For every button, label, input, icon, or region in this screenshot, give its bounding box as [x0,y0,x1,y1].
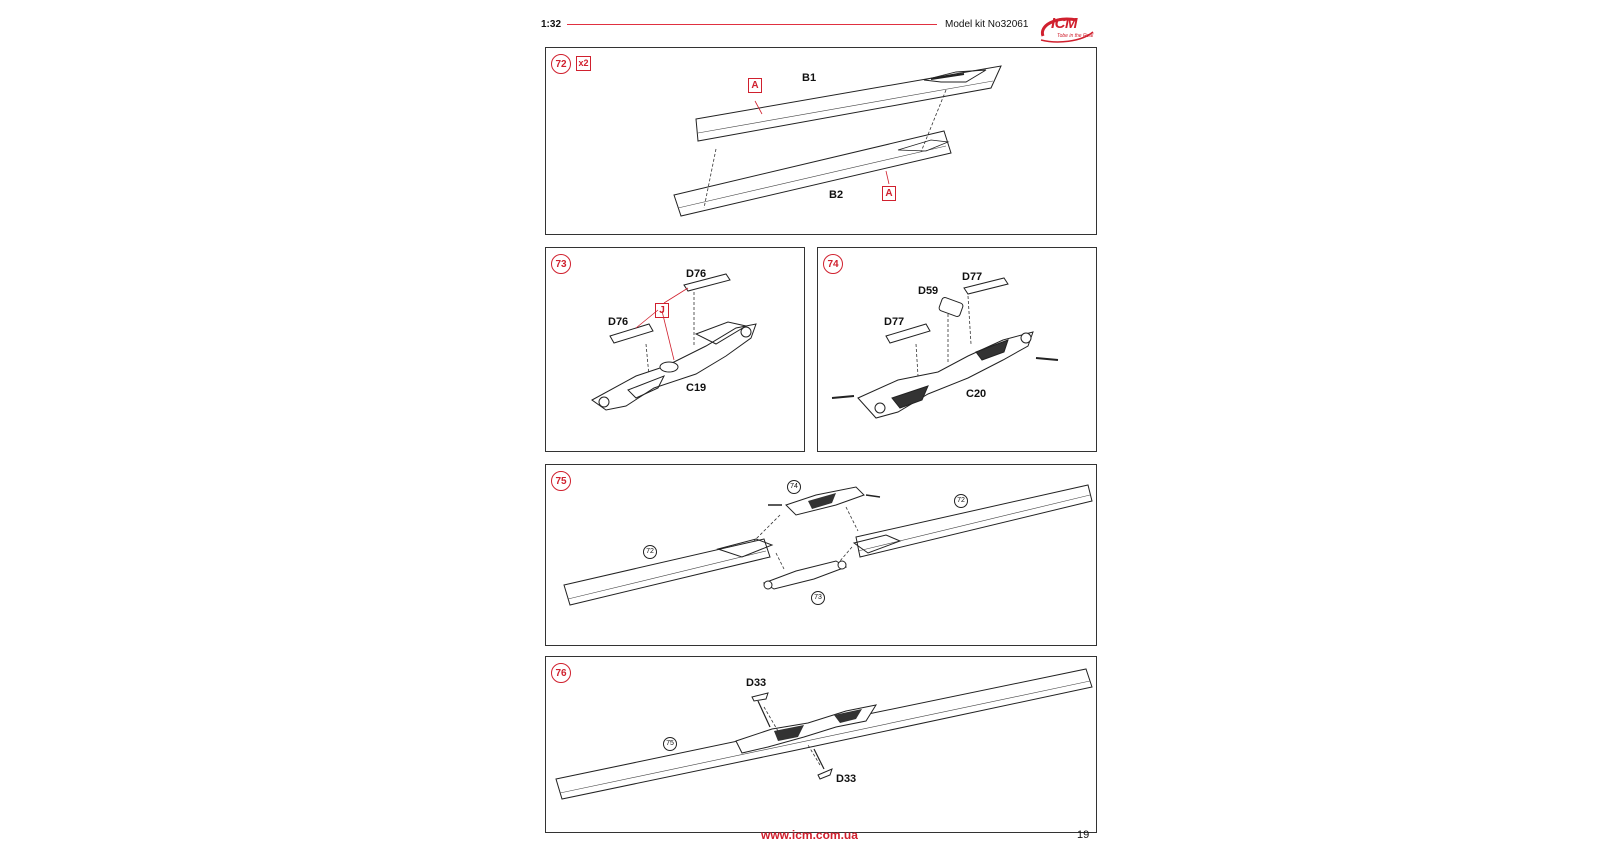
step-73-panel: 73 D76 J D76 C19 [545,247,805,452]
part-label-d76: D76 [686,268,707,280]
color-code-a: A [882,186,896,201]
color-code-j: J [655,303,669,318]
color-code-a: A [748,78,762,93]
multiplier-badge: x2 [576,56,591,71]
part-label-d33: D33 [836,773,857,785]
part-label-d77: D77 [962,271,983,283]
step-number-badge: 73 [551,254,571,274]
blade-assembly-drawing [673,65,1002,217]
header-rule [567,24,937,25]
part-label-b2: B2 [829,189,844,201]
step-number-badge: 74 [823,254,843,274]
step-number-badge: 75 [551,471,571,491]
step-ref-75: 75 [663,737,677,751]
step-74-panel: 74 D77 D59 D77 C20 [817,247,1097,452]
step-ref-72: 72 [643,545,657,559]
logo-text: ICM [1051,15,1078,32]
rotor-hub-drawing [591,273,757,411]
part-label-c19: C19 [686,382,707,394]
step-ref-72: 72 [954,494,968,508]
final-rotor-drawing [555,668,1093,800]
step-ref-74: 74 [787,480,801,494]
rotor-hub-drawing [831,277,1059,419]
step-number-badge: 76 [551,663,571,683]
step-76-panel: 76 D33 75 D33 [545,656,1097,833]
step-75-panel: 75 74 72 72 73 [545,464,1097,646]
part-label-c20: C20 [966,388,987,400]
kit-number: Model kit No32061 [945,19,1029,30]
part-label-d59: D59 [918,285,939,297]
website-link[interactable]: www.icm.com.ua [761,828,858,842]
logo-tagline: Tobe in the Real [1057,33,1094,39]
part-label-d76: D76 [608,316,629,328]
part-label-b1: B1 [802,72,817,84]
scale-label: 1:32 [541,19,562,30]
part-label-d77: D77 [884,316,905,328]
part-label-d33: D33 [746,677,767,689]
page-number: 19 [1077,829,1090,841]
icm-logo-icon [1040,17,1094,43]
step-number-badge: 72 [551,54,571,74]
rotor-assembly-drawing [563,484,1093,606]
step-ref-73: 73 [811,591,825,605]
step-72-panel: 72 x2 A B1 B2 A [545,47,1097,235]
